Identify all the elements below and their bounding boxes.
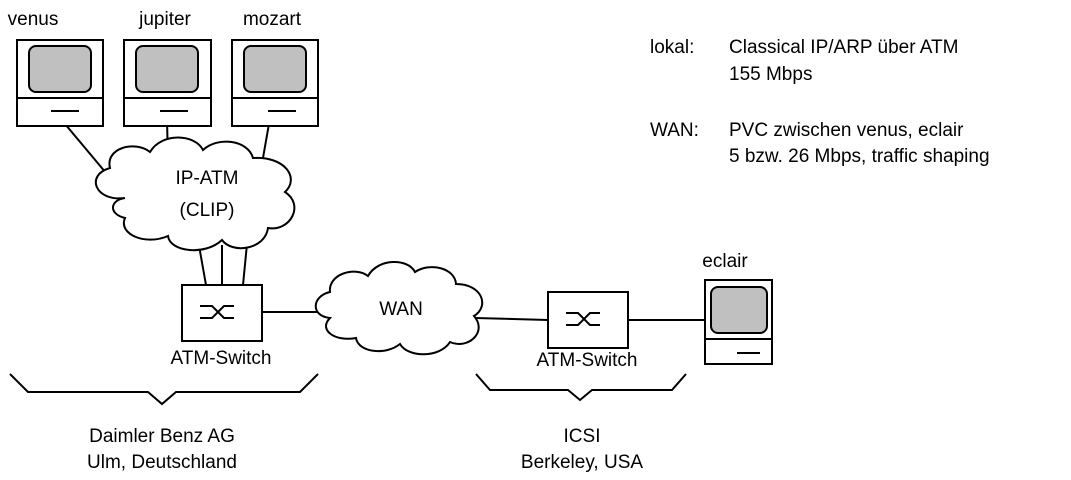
brace-left — [9, 373, 319, 406]
computer-label-jupiter: jupiter — [138, 9, 191, 30]
site-right-name: ICSI — [564, 426, 601, 447]
computer-label-venus: venus — [8, 9, 59, 30]
note-lokal-line1: Classical IP/ARP über ATM — [729, 37, 958, 58]
site-left-location: Ulm, Deutschland — [87, 452, 237, 473]
link-cloud-switch-c — [242, 243, 248, 286]
note-wan-line1: PVC zwischen venus, eclair — [729, 120, 964, 141]
note-lokal-key: lokal: — [650, 37, 694, 58]
site-right-location: Berkeley, USA — [521, 452, 643, 473]
note-wan-key: WAN: — [650, 120, 699, 141]
note-lokal-line2: 155 Mbps — [729, 64, 812, 85]
site-left-name: Daimler Benz AG — [89, 426, 235, 447]
cloud-wan: WAN — [314, 260, 484, 356]
switch-symbol-icon — [566, 312, 600, 326]
note-wan-line2: 5 bzw. 26 Mbps, traffic shaping — [729, 146, 990, 167]
computer-label-eclair: eclair — [702, 251, 748, 272]
atm-switch-right: ATM-Switch — [537, 291, 638, 371]
atm-switch-left: ATM-Switch — [171, 284, 272, 369]
cloud-label-wan: WAN — [379, 299, 423, 320]
legend-notes: lokal: Classical IP/ARP über ATM 155 Mbp… — [650, 37, 990, 167]
cloud-label-ipatm-line2: (CLIP) — [180, 200, 235, 221]
switch-label-right: ATM-Switch — [537, 350, 638, 371]
computer-venus: venus — [8, 9, 104, 127]
link-wan-switch — [474, 317, 549, 321]
switch-label-left: ATM-Switch — [171, 348, 272, 369]
computer-mozart: mozart — [231, 9, 319, 127]
computer-label-mozart: mozart — [243, 9, 302, 30]
computer-eclair: eclair — [702, 251, 773, 365]
cloud-label-ipatm-line1: IP-ATM — [176, 168, 239, 189]
brace-right — [475, 373, 687, 402]
switch-symbol-icon — [200, 305, 234, 319]
cloud-ip-atm: IP-ATM (CLIP) — [94, 136, 296, 252]
computer-jupiter: jupiter — [123, 9, 212, 127]
